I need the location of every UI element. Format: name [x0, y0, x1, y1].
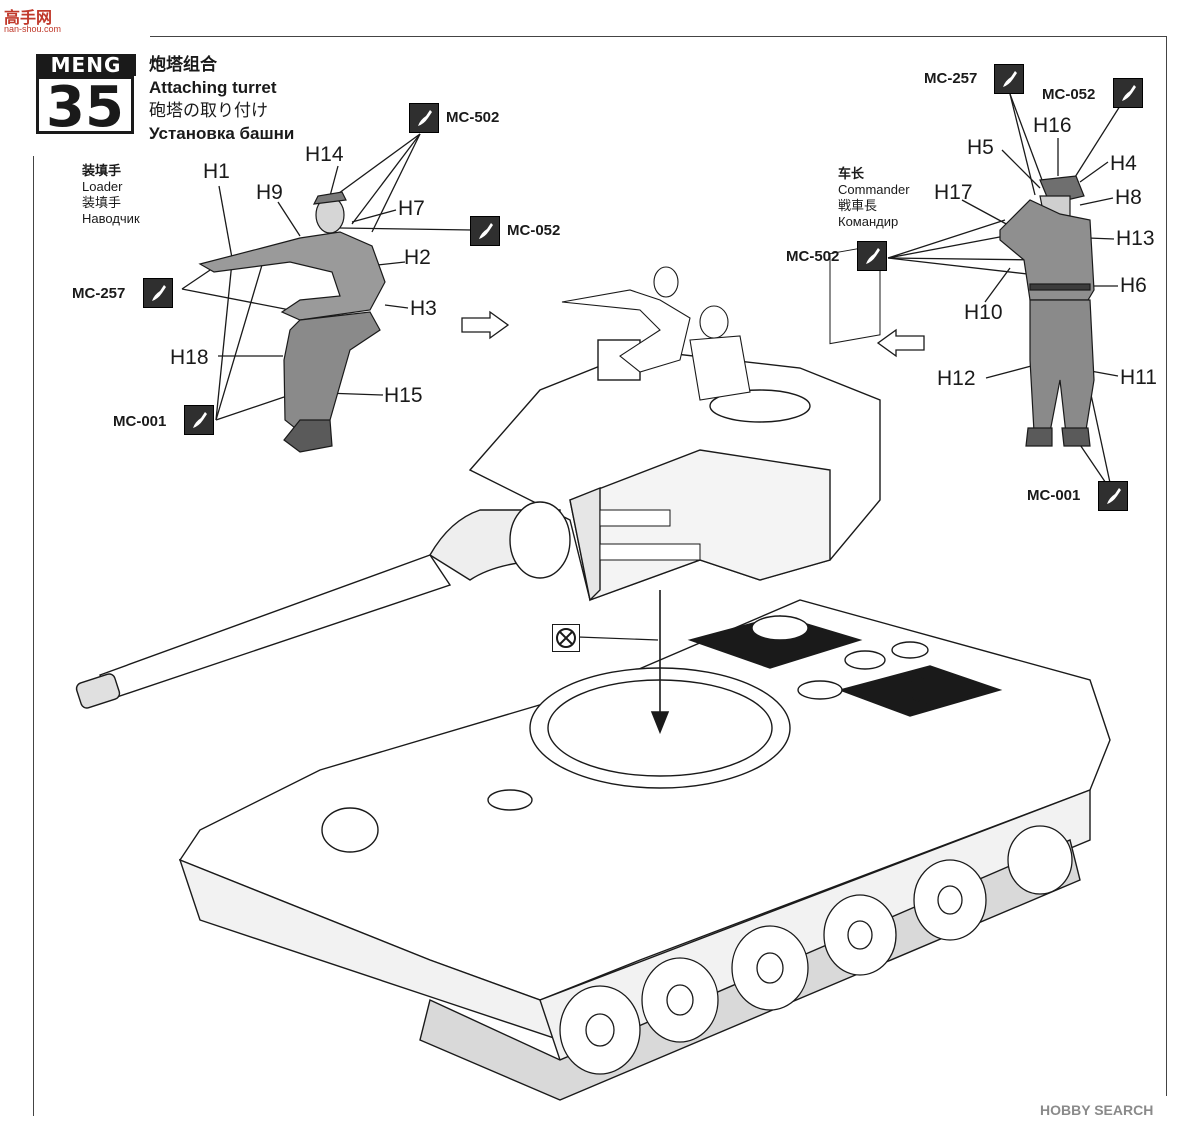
title-zh: 炮塔组合 [149, 55, 217, 74]
loader-ja: 装填手 [82, 195, 122, 210]
leader-h8 [1079, 197, 1114, 206]
paint-brush-icon [1113, 78, 1143, 108]
logo-brand: MENG [36, 54, 136, 76]
leader-cmd-mc502-c [887, 257, 1041, 261]
part-h15: H15 [384, 384, 423, 407]
paint-brush-icon [857, 241, 887, 271]
title-ru: Установка башни [149, 124, 295, 143]
paint-mc257-loader: MC-257 [72, 285, 126, 302]
step-title: 炮塔组合 Attaching turret 砲塔の取り付け Установка … [149, 53, 294, 145]
watermark: 高手网 [4, 10, 53, 27]
paint-mc257-commander: MC-257 [924, 70, 978, 87]
loader-figure [198, 191, 386, 453]
paint-brush-icon [143, 278, 173, 308]
meng-logo: MENG 35 [36, 54, 136, 138]
part-h6: H6 [1120, 274, 1147, 297]
paint-brush-icon [1098, 481, 1128, 511]
frame-right-border [1166, 36, 1167, 1096]
loader-zh: 装填手 [82, 163, 122, 178]
direction-arrow-icon [461, 310, 925, 358]
leader-h13 [1087, 237, 1115, 240]
part-h2: H2 [404, 246, 431, 269]
paint-mc001-loader: MC-001 [113, 413, 167, 430]
title-en: Attaching turret [149, 78, 277, 97]
leader-mc257-b [181, 288, 291, 311]
commander-label: 车长 Commander 戦車長 Командир [838, 166, 910, 230]
part-h3: H3 [410, 297, 437, 320]
part-h4: H4 [1110, 152, 1137, 175]
hobby-search-watermark: HOBBY SEARCH [1040, 1102, 1154, 1118]
leader-cmd-mc257-a [1009, 93, 1046, 189]
leader-mc502-b [351, 133, 421, 225]
part-h17: H17 [934, 181, 973, 204]
commander-zh: 车长 [838, 166, 865, 181]
leader-h10 [984, 267, 1011, 303]
paint-mc502-loader: MC-502 [446, 109, 500, 126]
tank-hull [178, 599, 1111, 1101]
leader-h5 [1001, 149, 1041, 189]
part-h7: H7 [398, 197, 425, 220]
part-h1: H1 [203, 160, 230, 183]
leader-mc001-b [215, 264, 263, 421]
loader-label: 装填手 Loader 装填手 Наводчик [82, 163, 140, 227]
logo-scale: 35 [36, 76, 134, 137]
leader-h7 [351, 209, 397, 223]
figures-in-turret [561, 266, 751, 401]
frame-left-border [33, 156, 34, 1116]
leader-h12 [985, 364, 1036, 379]
frame-top-border [150, 36, 1167, 37]
leader-mc502-a [334, 133, 421, 197]
part-h5: H5 [967, 136, 994, 159]
part-h14: H14 [305, 143, 344, 166]
tank-turret [75, 244, 881, 709]
insertion-arrow [577, 590, 670, 735]
no-glue-icon [552, 624, 580, 652]
part-h18: H18 [170, 346, 209, 369]
paint-mc052-commander: MC-052 [1042, 86, 1096, 103]
leader-cmd-mc001-a [1089, 389, 1113, 493]
part-h10: H10 [964, 301, 1003, 324]
loader-ru: Наводчик [82, 211, 140, 226]
commander-en: Commander [838, 182, 910, 197]
leader-cmd-mc502-a [887, 219, 1006, 259]
leader-mc502-c [371, 133, 421, 233]
leader-mc052 [339, 227, 473, 231]
commander-ru: Командир [838, 214, 899, 229]
paint-mc052-loader: MC-052 [507, 222, 561, 239]
leader-h1 [218, 185, 233, 259]
loader-en: Loader [82, 179, 123, 194]
paint-brush-icon [470, 216, 500, 246]
road-wheels [559, 825, 1073, 1075]
leader-mc001-c [215, 394, 291, 421]
part-h16: H16 [1033, 114, 1072, 137]
leader-h9 [277, 201, 301, 237]
leader-cmd-mc052 [1069, 105, 1121, 186]
commander-ja: 戦車長 [838, 198, 878, 213]
paint-brush-icon [409, 103, 439, 133]
paint-mc502-commander: MC-502 [786, 248, 840, 265]
leader-h4 [1079, 161, 1109, 183]
leader-h3 [384, 304, 409, 309]
paint-brush-icon [994, 64, 1024, 94]
leader-cmd-mc502-d [887, 257, 1046, 277]
paint-brush-icon [184, 405, 214, 435]
commander-figure [999, 175, 1095, 447]
part-h12: H12 [937, 367, 976, 390]
part-h9: H9 [256, 181, 283, 204]
watermark-url: nan-shou.com [4, 24, 62, 34]
leader-cmd-mc502-b [887, 235, 1006, 259]
leader-h14 [329, 165, 339, 197]
leader-h17 [961, 199, 1011, 227]
paint-mc001-commander: MC-001 [1027, 487, 1081, 504]
part-h11: H11 [1120, 366, 1157, 389]
part-h8: H8 [1115, 186, 1142, 209]
leader-mc001-a [215, 261, 233, 421]
title-ja: 砲塔の取り付け [149, 101, 268, 120]
part-h13: H13 [1116, 227, 1155, 250]
